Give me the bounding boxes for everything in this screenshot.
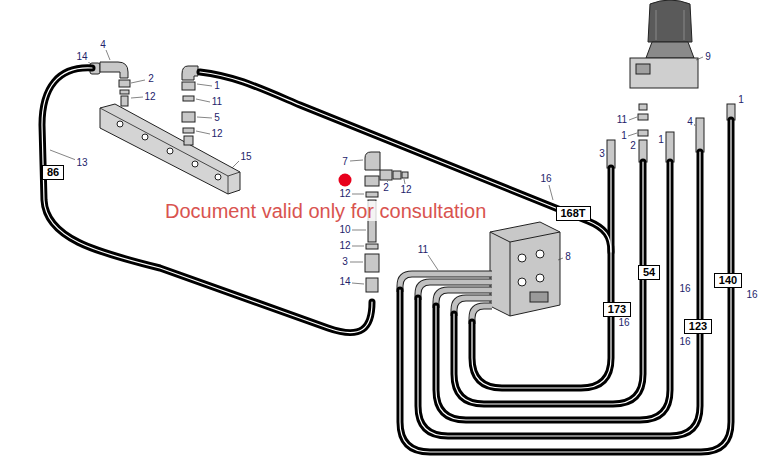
hose-number-box: 140 <box>714 273 742 288</box>
fittings <box>90 62 198 145</box>
callout-number: 16 <box>617 318 630 328</box>
callout-number: 1 <box>657 135 665 145</box>
callout-number: 3 <box>598 149 606 159</box>
callout-number: 14 <box>338 277 351 287</box>
callout-number: 11 <box>211 97 223 107</box>
callout-number: 16 <box>539 174 552 184</box>
callout-number: 12 <box>143 92 156 102</box>
callout-number: 9 <box>704 52 712 62</box>
callout-number: 10 <box>338 225 351 235</box>
callout-number: 13 <box>75 158 88 168</box>
red-marker <box>339 174 352 187</box>
callout-number: 2 <box>629 141 637 151</box>
callout-number: 4 <box>99 40 107 50</box>
hose-number-box: 54 <box>638 265 660 280</box>
callout-number: 1 <box>213 81 221 91</box>
callout-number: 7 <box>341 157 349 167</box>
hose-number: 123 <box>689 321 707 332</box>
callout-number: 16 <box>745 290 758 300</box>
hose-number: 86 <box>47 167 59 178</box>
callout-number: 2 <box>147 74 155 84</box>
hose-number: 140 <box>719 275 737 286</box>
callout-number: 12 <box>399 185 412 195</box>
hose-number: 168T <box>560 208 585 219</box>
hose-number: 173 <box>608 304 626 315</box>
leader-lines <box>50 50 703 284</box>
callout-number: 11 <box>417 245 429 255</box>
hose-number: 54 <box>643 267 655 278</box>
callout-number: 1 <box>620 131 628 141</box>
hose-number-box: 168T <box>556 206 591 221</box>
callout-number: 16 <box>678 337 691 347</box>
manifold-block <box>100 104 240 194</box>
callout-number: 1 <box>737 95 745 105</box>
hose-number-box: 173 <box>603 302 631 317</box>
callout-number: 16 <box>678 284 691 294</box>
joystick <box>607 0 735 168</box>
callout-number: 12 <box>338 241 351 251</box>
valve-fittings <box>400 274 492 324</box>
fitting-stack <box>339 152 409 292</box>
callout-number: 12 <box>210 129 223 139</box>
watermark: Document valid only for consultation <box>163 201 488 221</box>
callout-number: 12 <box>338 189 351 199</box>
callout-number: 3 <box>341 257 349 267</box>
hose-number-box: 123 <box>684 319 712 334</box>
hoses <box>42 68 731 452</box>
control-valve <box>490 222 560 316</box>
callout-number: 5 <box>213 113 221 123</box>
callout-number: 11 <box>616 115 628 125</box>
callout-number: 4 <box>686 117 694 127</box>
callout-number: 15 <box>239 152 252 162</box>
hose-number-box: 86 <box>42 165 64 180</box>
callout-number: 2 <box>382 183 390 193</box>
callout-number: 8 <box>564 252 572 262</box>
callout-number: 14 <box>75 52 88 62</box>
